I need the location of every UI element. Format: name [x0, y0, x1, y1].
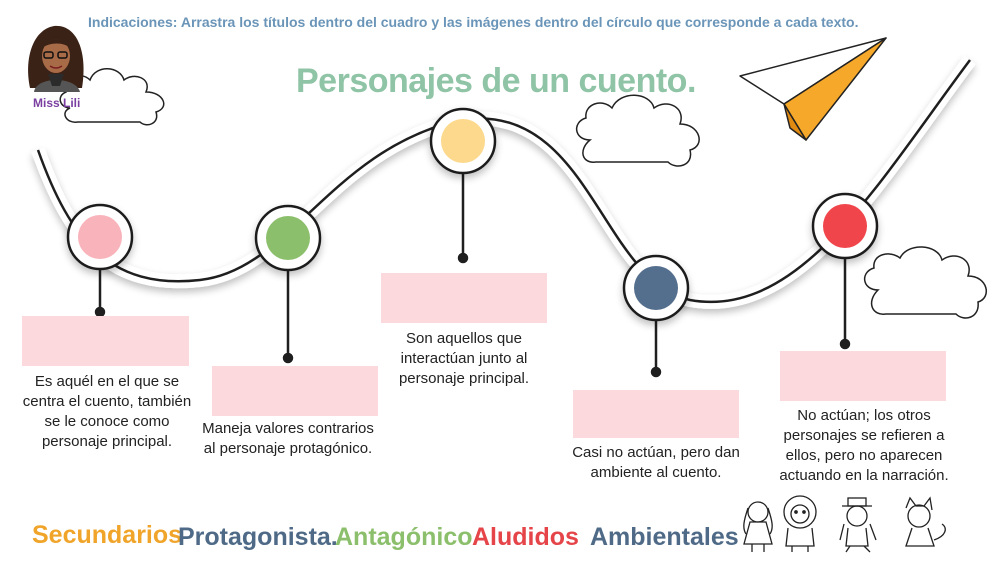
- circle-target-blue[interactable]: [622, 254, 690, 322]
- cloud-icon: [864, 246, 988, 319]
- word-protagonista[interactable]: Protagonista.: [178, 523, 338, 551]
- cloud-icon: [576, 94, 700, 167]
- description-2: Maneja valores contrarios al personaje p…: [202, 420, 374, 457]
- avatar-name: Miss Lili: [33, 96, 81, 110]
- dropbox-4[interactable]: [573, 390, 739, 438]
- clown-character-icon: [839, 497, 877, 553]
- lion-character-icon: [783, 495, 817, 552]
- page-title: Personajes de un cuento.: [296, 62, 696, 100]
- circle-target-green[interactable]: [254, 204, 322, 272]
- paper-plane-icon: [739, 37, 887, 141]
- dropbox-1[interactable]: [22, 316, 189, 366]
- circle-target-yellow[interactable]: [429, 107, 497, 175]
- instructions-text: Indicaciones: Arrastra los títulos dentr…: [88, 14, 859, 30]
- circle-target-pink[interactable]: [66, 203, 134, 271]
- woman-avatar-icon: [28, 25, 84, 92]
- description-4: Casi no actúan, pero dan ambiente al cue…: [572, 444, 740, 481]
- lion-character-draggable[interactable]: [782, 494, 822, 556]
- girl-character-draggable[interactable]: [740, 496, 780, 556]
- cat-character-icon: [905, 496, 946, 547]
- word-ambientales[interactable]: Ambientales: [590, 523, 739, 551]
- dropbox-2[interactable]: [212, 366, 378, 416]
- dropbox-5[interactable]: [780, 351, 946, 401]
- description-3: Son aquellos que interactúan junto al pe…: [398, 330, 530, 387]
- description-1: Es aquél en el que se centra el cuento, …: [22, 373, 192, 450]
- girl-character-icon: [743, 501, 773, 552]
- dropbox-3[interactable]: [381, 273, 547, 323]
- cat-character-draggable[interactable]: [900, 494, 952, 556]
- word-secundarios[interactable]: Secundarios: [32, 521, 183, 549]
- clown-character-draggable[interactable]: [836, 494, 880, 556]
- circle-target-red[interactable]: [811, 192, 879, 260]
- word-aludidos[interactable]: Aludidos: [472, 523, 579, 551]
- description-5: No actúan; los otros personajes se refie…: [779, 407, 949, 484]
- word-antagonico[interactable]: Antagónico: [335, 523, 473, 551]
